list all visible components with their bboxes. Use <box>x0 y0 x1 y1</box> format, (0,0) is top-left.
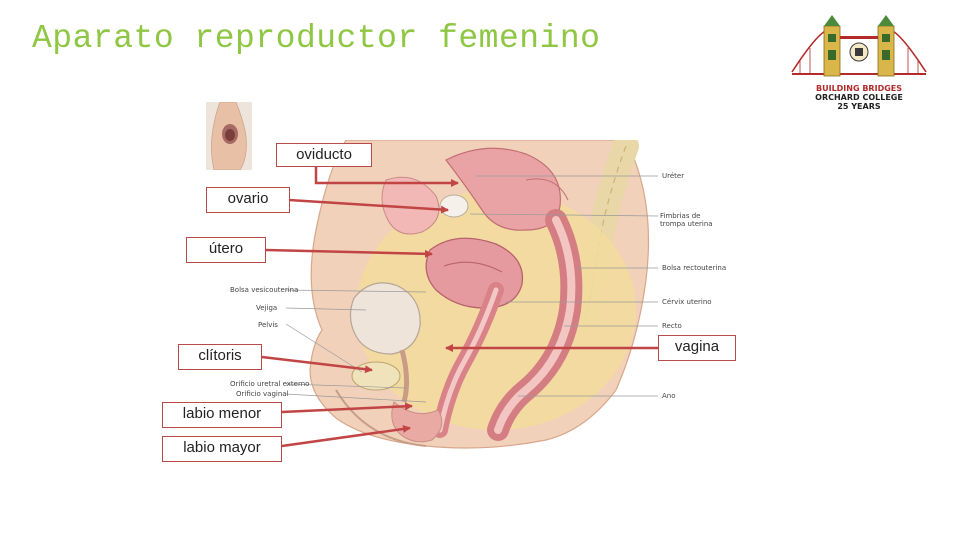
figure-label-ano: Ano <box>662 392 676 400</box>
callout-ovario: ovario <box>206 187 290 213</box>
college-logo: BUILDING BRIDGES ORCHARD COLLEGE 25 YEAR… <box>788 12 930 112</box>
figure-label-orificio-vaginal: Orificio vaginal <box>236 390 289 398</box>
callout-utero: útero <box>186 237 266 263</box>
figure-label-cervix: Cérvix uterino <box>662 298 712 306</box>
logo-text-line-1: BUILDING BRIDGES <box>816 84 902 93</box>
figure-label-bolsa-vesicouterina: Bolsa vesicouterina <box>230 286 299 294</box>
callout-labio-mayor: labio mayor <box>162 436 282 462</box>
figure-label-bolsa-rectouterina: Bolsa rectouterina <box>662 264 727 272</box>
figure-label-recto: Recto <box>662 322 682 330</box>
logo-text-line-3: 25 YEARS <box>837 102 881 111</box>
callout-clitoris: clítoris <box>178 344 262 370</box>
figure-label-pelvis: Pelvis <box>258 321 278 329</box>
figure-label-orificio-uretral: Orificio uretral externo <box>230 380 310 388</box>
figure-label-vejiga: Vejiga <box>256 304 278 312</box>
page-title: Aparato reproductor femenino <box>32 20 601 57</box>
figure-label-fimbrias: Fimbrias de trompa uterina <box>660 212 713 228</box>
orientation-thumbnail <box>206 102 252 170</box>
figure-label-ureter: Uréter <box>662 172 685 180</box>
callout-vagina: vagina <box>658 335 736 361</box>
tower-bridge-icon <box>791 15 927 77</box>
anatomy-cross-section <box>285 140 659 449</box>
callout-oviducto: oviducto <box>276 143 372 167</box>
callout-labio-menor: labio menor <box>162 402 282 428</box>
logo-text-line-2: ORCHARD COLLEGE <box>815 93 903 102</box>
